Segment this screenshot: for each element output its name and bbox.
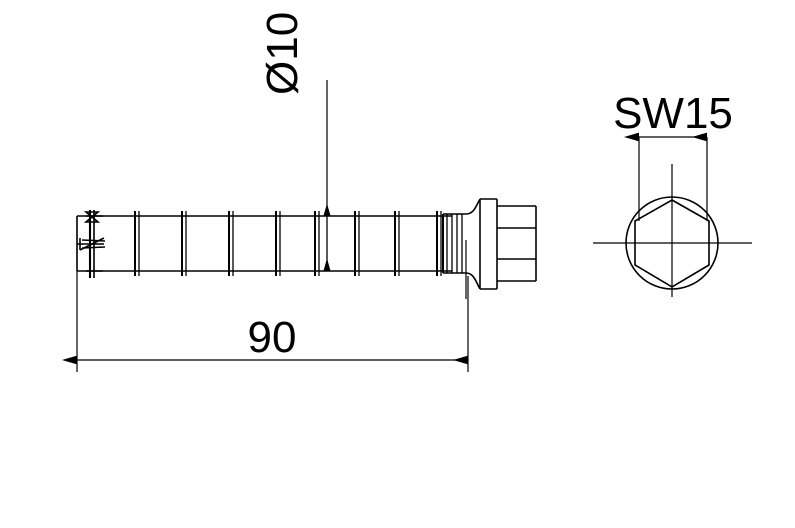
sw-dimension-label: SW15 [613,89,733,138]
head-outer-circle [625,196,719,290]
dimension-across-flats: SW15 [613,89,733,221]
dimension-length: 90 [62,271,469,372]
dimension-diameter: Ø10 [258,12,331,271]
shank-collar [442,213,466,274]
shaft-threads [134,211,442,276]
screw-tip-notch [76,210,106,278]
head-flange [479,198,498,290]
diameter-dimension-label: Ø10 [258,12,307,95]
flange-taper [465,198,481,290]
length-dimension-label: 90 [248,313,297,362]
shaft-body [86,215,452,272]
hex-head [497,205,537,282]
side-view-group [76,198,537,299]
end-view-group [593,164,752,297]
hex-profile [634,199,710,288]
